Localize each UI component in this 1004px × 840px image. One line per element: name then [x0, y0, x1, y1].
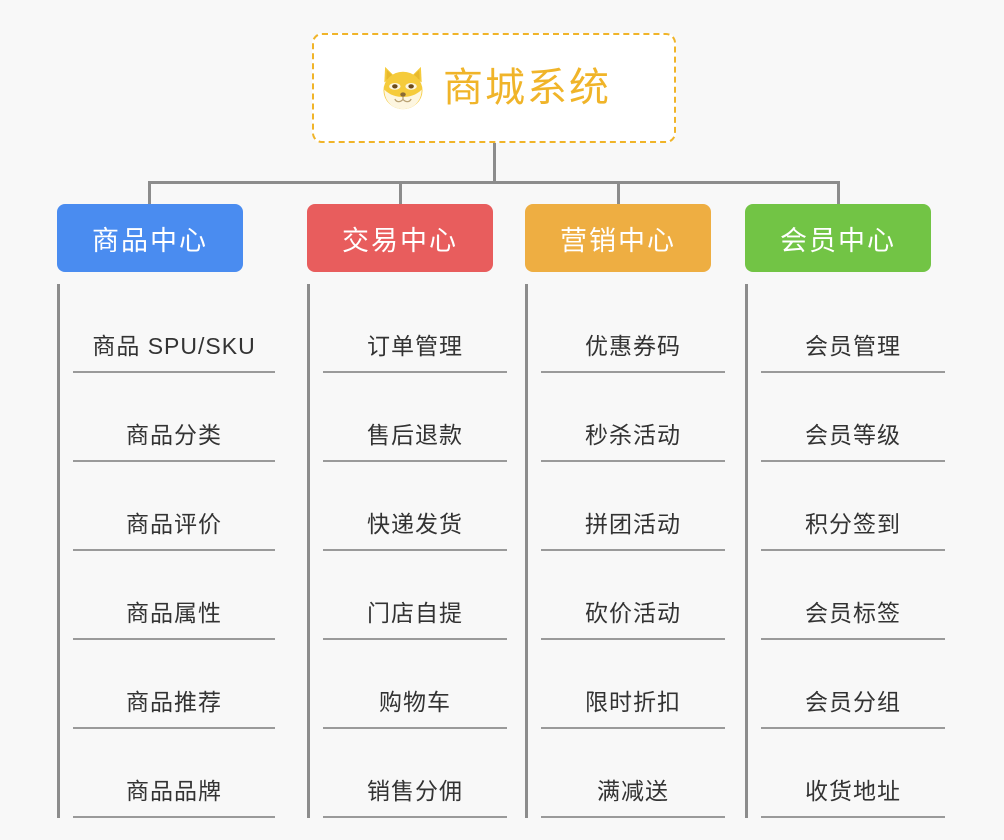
list-item-label: 商品品牌: [126, 778, 222, 804]
list-item-label: 砍价活动: [585, 600, 681, 626]
branch-header-marketing-center[interactable]: 营销中心: [525, 204, 711, 272]
branch-header-label: 商品中心: [92, 225, 208, 256]
list-item[interactable]: 商品分类: [73, 373, 275, 462]
list-item-label: 商品推荐: [126, 689, 222, 715]
branch-items-marketing-center: 优惠券码 秒杀活动 拼团活动 砍价活动 限时折扣 满减送: [525, 284, 725, 818]
list-item[interactable]: 售后退款: [323, 373, 507, 462]
list-item[interactable]: 满减送: [541, 729, 725, 818]
branch-header-label: 交易中心: [342, 225, 458, 256]
list-item-label: 优惠券码: [585, 333, 681, 359]
list-item[interactable]: 砍价活动: [541, 551, 725, 640]
list-item[interactable]: 会员管理: [761, 284, 945, 373]
list-item-label: 商品分类: [126, 422, 222, 448]
branch-header-trade-center[interactable]: 交易中心: [307, 204, 493, 272]
branch-items-product-center: 商品 SPU/SKU 商品分类 商品评价 商品属性 商品推荐 商品品牌: [57, 284, 275, 818]
list-item-label: 满减送: [597, 778, 669, 804]
list-item[interactable]: 商品推荐: [73, 640, 275, 729]
list-item[interactable]: 快递发货: [323, 462, 507, 551]
shiba-dog-emoji: [383, 66, 423, 110]
connector-root-stem: [493, 143, 496, 183]
list-item-label: 购物车: [379, 689, 451, 715]
list-item[interactable]: 商品属性: [73, 551, 275, 640]
branch-product-center: 商品中心 商品 SPU/SKU 商品分类 商品评价 商品属性 商品推荐 商品品牌: [57, 204, 275, 818]
list-item[interactable]: 订单管理: [323, 284, 507, 373]
branch-header-label: 会员中心: [780, 225, 896, 256]
list-item-label: 售后退款: [367, 422, 463, 448]
branch-header-product-center[interactable]: 商品中心: [57, 204, 243, 272]
branch-items-member-center: 会员管理 会员等级 积分签到 会员标签 会员分组 收货地址: [745, 284, 945, 818]
connector-drop-branch-3: [617, 181, 620, 206]
root-title: 商城系统: [443, 66, 611, 110]
branch-member-center: 会员中心 会员管理 会员等级 积分签到 会员标签 会员分组 收货地址: [745, 204, 945, 818]
connector-drop-branch-1: [148, 181, 151, 206]
list-item-label: 秒杀活动: [585, 422, 681, 448]
list-item-label: 商品 SPU/SKU: [92, 333, 256, 359]
root-node[interactable]: 商城系统: [312, 33, 676, 143]
connector-drop-branch-4: [837, 181, 840, 206]
list-item[interactable]: 购物车: [323, 640, 507, 729]
list-item-label: 快递发货: [367, 511, 463, 537]
list-item-label: 商品属性: [126, 600, 222, 626]
list-item[interactable]: 销售分佣: [323, 729, 507, 818]
list-item-label: 会员分组: [805, 689, 901, 715]
list-item[interactable]: 会员标签: [761, 551, 945, 640]
list-item-label: 会员管理: [805, 333, 901, 359]
branch-marketing-center: 营销中心 优惠券码 秒杀活动 拼团活动 砍价活动 限时折扣 满减送: [525, 204, 725, 818]
connector-drop-branch-2: [399, 181, 402, 206]
list-item[interactable]: 商品评价: [73, 462, 275, 551]
list-item-label: 会员等级: [805, 422, 901, 448]
list-item-label: 商品评价: [126, 511, 222, 537]
list-item-label: 积分签到: [805, 511, 901, 537]
list-item[interactable]: 优惠券码: [541, 284, 725, 373]
list-item-label: 拼团活动: [585, 511, 681, 537]
list-item[interactable]: 收货地址: [761, 729, 945, 818]
branch-items-trade-center: 订单管理 售后退款 快递发货 门店自提 购物车 销售分佣: [307, 284, 507, 818]
list-item[interactable]: 拼团活动: [541, 462, 725, 551]
list-item[interactable]: 秒杀活动: [541, 373, 725, 462]
list-item-label: 门店自提: [367, 600, 463, 626]
list-item-label: 销售分佣: [367, 778, 463, 804]
list-item-label: 订单管理: [367, 333, 463, 359]
list-item[interactable]: 会员分组: [761, 640, 945, 729]
list-item-label: 限时折扣: [585, 689, 681, 715]
list-item[interactable]: 门店自提: [323, 551, 507, 640]
list-item[interactable]: 商品品牌: [73, 729, 275, 818]
list-item[interactable]: 会员等级: [761, 373, 945, 462]
branch-trade-center: 交易中心 订单管理 售后退款 快递发货 门店自提 购物车 销售分佣: [307, 204, 507, 818]
list-item-label: 会员标签: [805, 600, 901, 626]
connector-horizontal-bus: [148, 181, 840, 184]
branch-header-member-center[interactable]: 会员中心: [745, 204, 931, 272]
list-item[interactable]: 限时折扣: [541, 640, 725, 729]
list-item[interactable]: 商品 SPU/SKU: [73, 284, 275, 373]
list-item-label: 收货地址: [805, 778, 901, 804]
branch-header-label: 营销中心: [560, 225, 676, 256]
list-item[interactable]: 积分签到: [761, 462, 945, 551]
